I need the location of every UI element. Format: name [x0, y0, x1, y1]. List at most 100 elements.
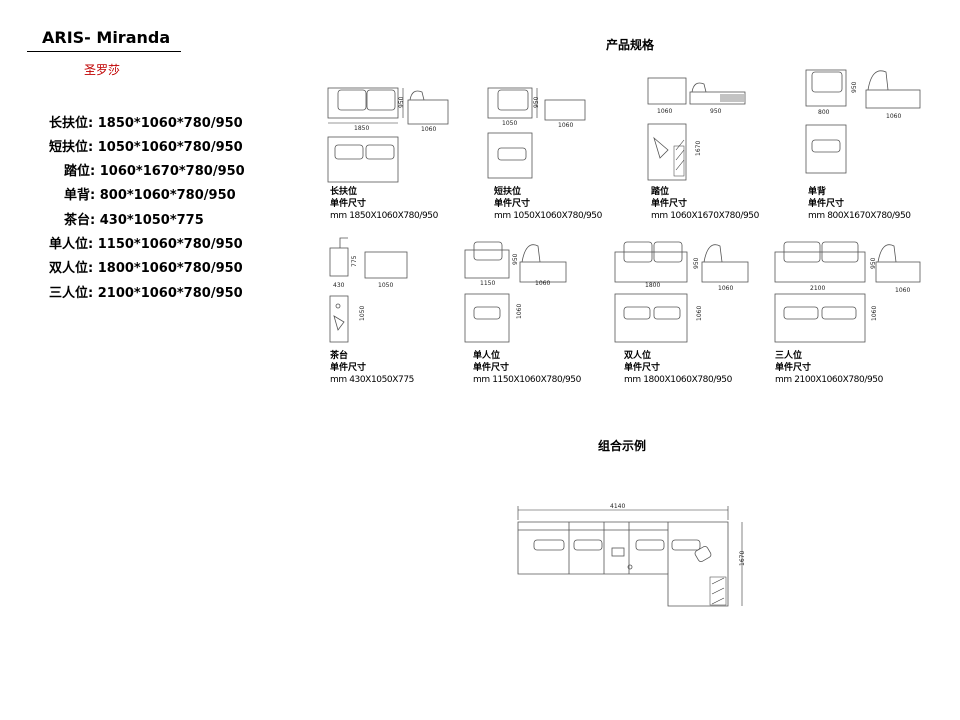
dim-width: 2100 — [810, 285, 825, 292]
top-view — [327, 136, 399, 183]
module-dims: mm 1150X1060X780/950 — [473, 375, 581, 385]
dim-depth: 1060 — [535, 280, 550, 287]
dim-width: 1150 — [480, 280, 495, 287]
module-drawing-long-arm: 950 1850 1060 — [327, 87, 449, 183]
caption-double-seat: 双人位 单件尺寸 mm 1800X1060X780/950 — [624, 350, 732, 386]
dim-height: 950 — [851, 81, 858, 93]
dim-width: 1060 — [657, 108, 672, 115]
module-name: 单背 — [808, 187, 827, 197]
brand-subtitle: 圣罗莎 — [84, 63, 121, 77]
module-sub: 单件尺寸 — [624, 363, 661, 373]
dim-depth: 1670 — [695, 141, 702, 156]
combination-outline — [517, 521, 729, 607]
caption-long-arm: 长扶位 单件尺寸 mm 1850X1060X780/950 — [330, 186, 438, 222]
module-sub: 单件尺寸 — [808, 199, 845, 209]
caption-triple-seat: 三人位 单件尺寸 mm 2100X1060X780/950 — [775, 350, 883, 386]
module-sub: 单件尺寸 — [330, 363, 367, 373]
front-view — [327, 87, 399, 119]
module-dims: mm 1050X1060X780/950 — [494, 211, 602, 221]
side-view — [364, 251, 408, 279]
spec-ottoman: 踏位: 1060*1670*780/950 — [64, 164, 245, 179]
module-name: 三人位 — [775, 351, 803, 361]
dim-combination-width: 4140 — [610, 503, 625, 510]
side-view — [701, 261, 749, 283]
side-view — [544, 99, 586, 121]
module-drawing-double-seat: 950 1800 1060 1060 — [614, 241, 749, 343]
caption-ottoman: 踏位 单件尺寸 mm 1060X1670X780/950 — [651, 186, 759, 222]
module-sub: 单件尺寸 — [651, 199, 688, 209]
dim-depth: 1060 — [718, 285, 733, 292]
dim-combination-depth: 1670 — [739, 551, 746, 566]
module-dims: mm 1850X1060X780/950 — [330, 211, 438, 221]
dim-depth: 1060 — [895, 287, 910, 294]
caption-single-back: 单背 单件尺寸 mm 800X1670X780/950 — [808, 186, 911, 222]
dim-top: 1060 — [516, 304, 523, 319]
module-name: 茶台 — [330, 351, 349, 361]
top-view — [647, 123, 687, 181]
spec-tea-table: 茶台: 430*1050*775 — [64, 213, 204, 228]
module-dims: mm 1060X1670X780/950 — [651, 211, 759, 221]
top-view — [487, 132, 533, 179]
module-sub: 单件尺寸 — [494, 199, 531, 209]
top-view — [464, 293, 510, 343]
module-drawing-short-arm: 950 1050 1060 — [487, 87, 586, 179]
top-view — [805, 124, 847, 174]
module-name: 短扶位 — [494, 187, 522, 197]
caption-tea-table: 茶台 单件尺寸 mm 430X1050X775 — [330, 350, 414, 386]
module-dims: mm 1800X1060X780/950 — [624, 375, 732, 385]
dim-depth: 1060 — [421, 126, 436, 133]
spec-double-seat: 双人位: 1800*1060*780/950 — [49, 261, 243, 276]
dim-width: 800 — [818, 109, 830, 116]
spec-long-arm: 长扶位: 1850*1060*780/950 — [49, 116, 243, 131]
dim-height: 950 — [533, 96, 540, 108]
front-view — [464, 249, 510, 279]
module-sub: 单件尺寸 — [473, 363, 510, 373]
spec-single-back: 单背: 800*1060*780/950 — [64, 188, 236, 203]
module-dims: mm 800X1670X780/950 — [808, 211, 911, 221]
dim-width: 1850 — [354, 125, 369, 132]
side-view — [519, 261, 567, 283]
side-view — [407, 99, 449, 125]
dim-depth: 1060 — [886, 113, 901, 120]
module-dims: mm 430X1050X775 — [330, 375, 414, 385]
top-view — [329, 295, 349, 343]
spec-single-seat: 单人位: 1150*1060*780/950 — [49, 237, 243, 252]
dim-width: 430 — [333, 282, 345, 289]
dim-height: 950 — [512, 253, 519, 265]
dim-height: 950 — [693, 257, 700, 269]
top-view — [774, 293, 866, 343]
front-view — [329, 247, 349, 277]
brand-title: ARIS- Miranda — [42, 28, 171, 47]
module-name: 长扶位 — [330, 187, 358, 197]
module-dims: mm 2100X1060X780/950 — [775, 375, 883, 385]
module-name: 单人位 — [473, 351, 501, 361]
combination-drawing: 4140 1670 — [517, 503, 746, 607]
side-view — [689, 91, 746, 105]
module-sub: 单件尺寸 — [330, 199, 367, 209]
top-view — [614, 293, 688, 343]
module-drawing-single-back: 800 950 1060 — [805, 69, 921, 174]
module-name: 双人位 — [624, 351, 652, 361]
module-sub: 单件尺寸 — [775, 363, 812, 373]
module-drawing-tea-table: 775 430 1050 1050 — [329, 237, 408, 343]
spec-triple-seat: 三人位: 2100*1060*780/950 — [49, 286, 243, 301]
dim-top: 1060 — [696, 306, 703, 321]
caption-single-seat: 单人位 单件尺寸 mm 1150X1060X780/950 — [473, 350, 581, 386]
section-title-combination: 组合示例 — [598, 439, 647, 453]
brand-divider — [27, 51, 181, 52]
dim-top: 1060 — [871, 306, 878, 321]
front-view — [614, 251, 688, 283]
module-drawing-single-seat: 950 1150 1060 1060 — [464, 241, 567, 343]
dim-height: 950 — [398, 96, 405, 108]
dim-depth: 1060 — [558, 122, 573, 129]
dim-width: 1800 — [645, 282, 660, 289]
spec-short-arm: 短扶位: 1050*1060*780/950 — [49, 140, 243, 155]
module-drawing-triple-seat: 950 2100 1060 1060 — [774, 241, 921, 343]
front-view — [805, 69, 847, 107]
dim-height: 950 — [710, 108, 722, 115]
dim-height: 775 — [351, 255, 358, 267]
module-drawing-ottoman: 1060 950 1670 — [647, 77, 746, 181]
dim-top: 1050 — [359, 306, 366, 321]
front-view — [647, 77, 687, 105]
